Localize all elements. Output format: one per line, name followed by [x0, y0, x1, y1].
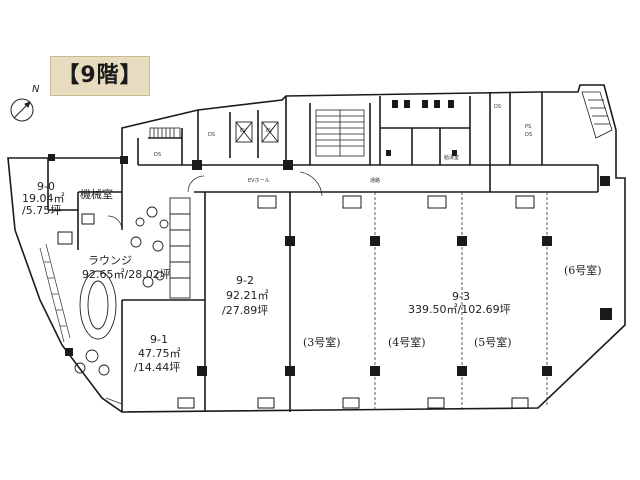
unit-9-3-id: 9-3 — [452, 290, 470, 303]
kitchen-label: 給湯室 — [444, 155, 460, 161]
ds-label-1: DS — [154, 152, 162, 158]
corridor-label: 通路 — [370, 178, 381, 184]
unit-9-1-area-m2: 47.75㎡ — [138, 347, 181, 360]
unit-9-0-area-tsubo: /5.75坪 — [22, 204, 62, 217]
room-6-label: (6号室) — [564, 264, 602, 277]
ev-label-2: EV — [266, 128, 273, 134]
compass-icon — [10, 98, 34, 122]
unit-9-2-area-tsubo: /27.89坪 — [222, 304, 269, 317]
ds-label-2: DS — [208, 132, 216, 138]
building-outline — [7, 84, 626, 413]
ev-hall-label: EVホール — [248, 178, 270, 184]
room-4-label: (4号室) — [388, 336, 426, 349]
floor-label: 【9階】 — [57, 63, 143, 88]
unit-9-0-id: 9-0 — [37, 180, 55, 193]
floor-badge: 【9階】 — [50, 56, 150, 96]
ds-label-4: DS — [494, 104, 502, 110]
unit-9-1-id: 9-1 — [150, 333, 168, 346]
compass-label: N — [32, 84, 40, 95]
ds-label-3: DS — [525, 132, 533, 138]
ps-label: PS — [525, 124, 532, 130]
unit-9-2-area-m2: 92.21㎡ — [226, 289, 269, 302]
lounge-name: ラウンジ — [88, 254, 132, 267]
room-3-label: (3号室) — [303, 336, 341, 349]
machine-room-label: 機械室 — [80, 188, 113, 201]
unit-9-0-area-m2: 19.04㎡ — [22, 192, 65, 205]
unit-9-3-area: 339.50㎡/102.69坪 — [408, 303, 511, 316]
lounge-area: 92.65㎡/28.02坪 — [82, 268, 171, 281]
ev-label-1: EV — [240, 128, 247, 134]
unit-9-2-id: 9-2 — [236, 274, 254, 287]
unit-9-1-area-tsubo: /14.44坪 — [134, 361, 181, 374]
room-5-label: (5号室) — [474, 336, 512, 349]
